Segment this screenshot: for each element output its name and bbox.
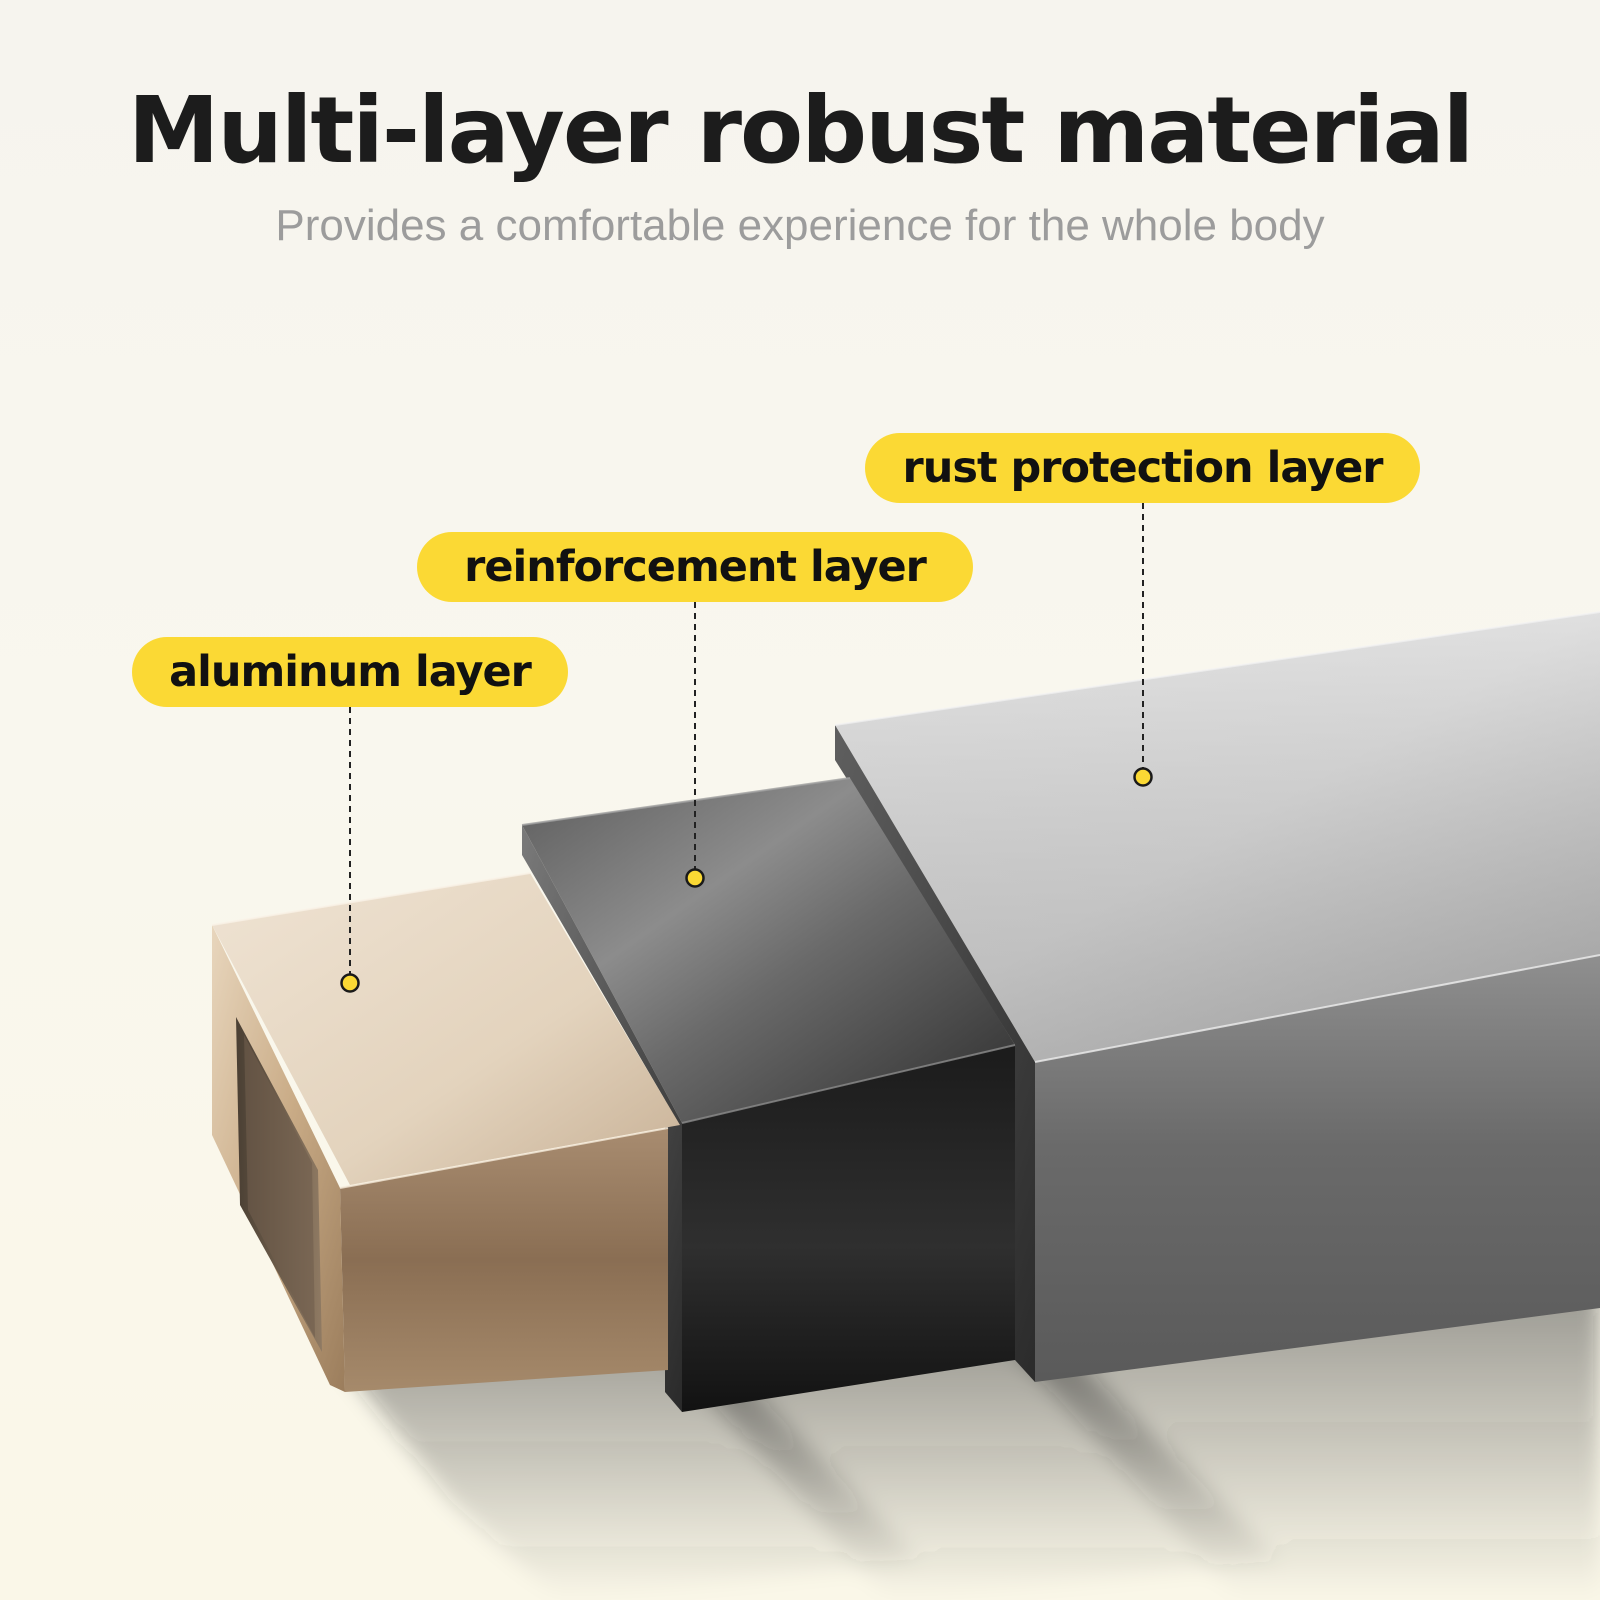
callout-aluminum-layer: aluminum layer: [132, 637, 568, 707]
callout-rust-protection-layer: rust protection layer: [865, 433, 1420, 503]
page-title: Multi-layer robust material: [127, 77, 1474, 184]
callout-aluminum-label: aluminum layer: [169, 647, 532, 697]
callout-rust-protection-label: rust protection layer: [902, 443, 1384, 493]
callout-reinforcement-label: reinforcement layer: [464, 542, 927, 592]
callout-dot-reinforcement: [685, 868, 705, 888]
callout-leader-rust: [1133, 503, 1153, 787]
callout-reinforcement-layer: reinforcement layer: [417, 532, 973, 602]
rust-protection-layer-tube: [834, 611, 1600, 1382]
callout-leader-reinforcement: [685, 602, 705, 888]
aluminum-layer-tube: [211, 872, 680, 1392]
page-subtitle: Provides a comfortable experience for th…: [275, 201, 1325, 250]
callout-leader-aluminum: [340, 707, 360, 993]
callout-dot-aluminum: [340, 973, 360, 993]
callout-dot-rust: [1133, 767, 1153, 787]
